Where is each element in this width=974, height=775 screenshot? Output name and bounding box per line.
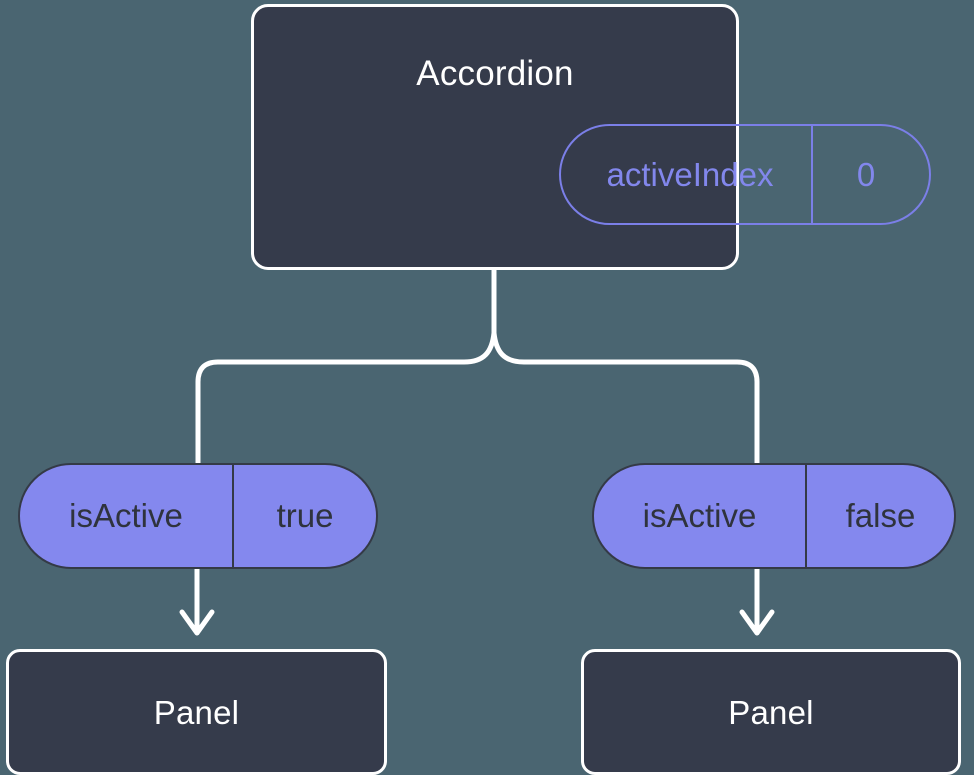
connector-branch-left: [195, 330, 497, 466]
component-title-panel-right: Panel: [728, 694, 814, 731]
component-title-accordion: Accordion: [416, 54, 574, 93]
component-title-panel-left: Panel: [153, 694, 240, 731]
component-card-panel-left[interactable]: Panel: [6, 649, 387, 775]
state-pill-value: 0: [856, 155, 876, 193]
connector-branch-right: [491, 330, 760, 466]
state-pill-divider: [811, 126, 813, 223]
prop-pill-key: isActive: [69, 497, 183, 534]
state-pill-key: activeIndex: [606, 155, 774, 193]
prop-pill-is-active-false[interactable]: isActive false: [592, 463, 956, 569]
arrow-head-left: [179, 609, 215, 636]
prop-pill-key: isActive: [642, 497, 757, 534]
component-card-accordion[interactable]: Accordion activeIndex 0: [251, 4, 931, 270]
arrow-head-right: [739, 609, 775, 636]
component-card-panel-right[interactable]: Panel: [581, 649, 961, 775]
prop-pill-value: false: [845, 497, 916, 534]
prop-pill-value: true: [276, 497, 334, 534]
prop-pill-is-active-true[interactable]: isActive true: [18, 463, 378, 569]
prop-pill-divider: [232, 465, 234, 567]
prop-pill-divider: [805, 465, 807, 567]
state-pill-active-index[interactable]: activeIndex 0: [559, 124, 931, 225]
